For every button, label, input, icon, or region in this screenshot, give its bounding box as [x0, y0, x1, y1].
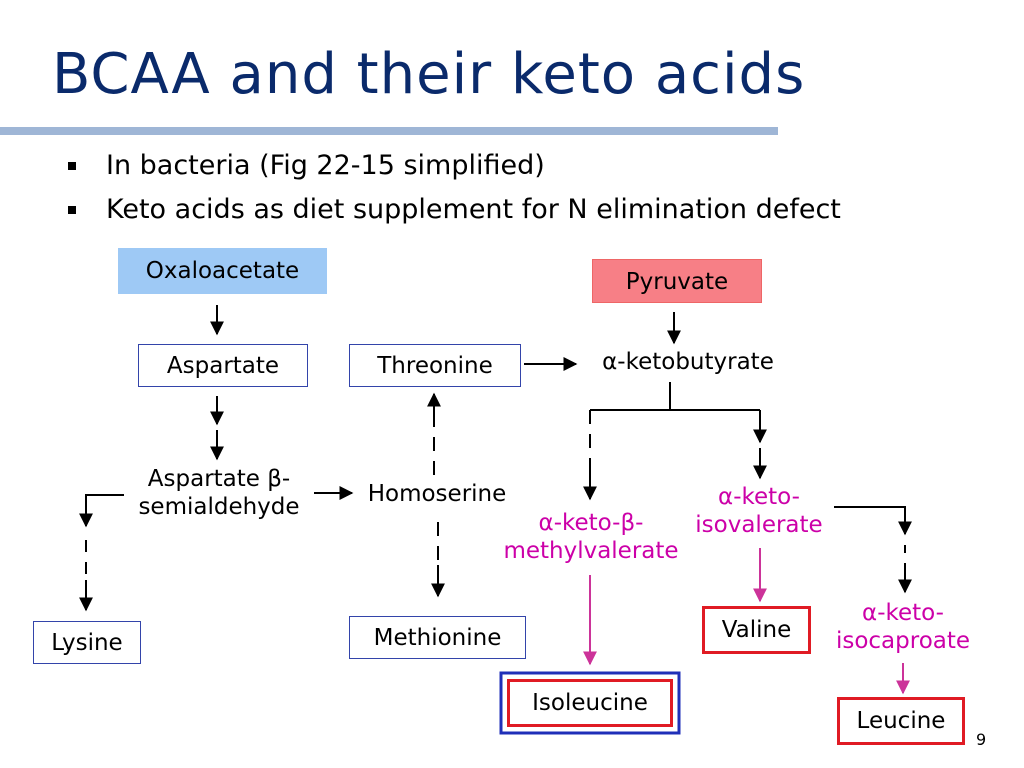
bullet-text: In bacteria (Fig 22-15 simplified) [106, 150, 545, 181]
bullet-item: In bacteria (Fig 22-15 simplified) [68, 144, 841, 188]
node-text-line: methylvalerate [503, 538, 679, 564]
page-number: 9 [976, 730, 987, 749]
node-ketobutyrate: α-ketobutyrate [602, 349, 774, 375]
title-underline [0, 127, 778, 135]
node-text-line: α-keto- [718, 484, 800, 510]
bullet-list: In bacteria (Fig 22-15 simplified) Keto … [68, 144, 841, 232]
node-keto-methylvalerate: α-keto-β- methylvalerate [490, 509, 692, 565]
node-methionine: Methionine [349, 616, 526, 659]
node-valine: Valine [702, 606, 811, 654]
node-leucine: Leucine [837, 697, 965, 745]
bullet-item: Keto acids as diet supplement for N elim… [68, 188, 841, 232]
node-lysine: Lysine [33, 621, 141, 664]
node-pyruvate: Pyruvate [592, 259, 762, 303]
node-text-line: Aspartate β- [147, 466, 291, 492]
bullet-text: Keto acids as diet supplement for N elim… [106, 194, 841, 225]
node-threonine: Threonine [349, 344, 521, 387]
node-homoserine: Homoserine [367, 481, 507, 507]
isoleucine-outer-frame [499, 671, 681, 735]
node-text-line: semialdehyde [138, 494, 300, 520]
node-aspartate-semialdehyde: Aspartate β- semialdehyde [124, 465, 314, 521]
node-text-line: α-keto-β- [538, 510, 644, 536]
bullet-square-icon [68, 162, 76, 170]
node-text-line: isovalerate [695, 512, 823, 538]
node-text-line: α-keto- [862, 600, 944, 626]
node-keto-isocaproate: α-keto- isocaproate [822, 599, 984, 655]
node-isoleucine: Isoleucine [507, 679, 673, 727]
slide-title: BCAA and their keto acids [52, 42, 806, 107]
node-keto-isovalerate: α-keto- isovalerate [682, 483, 836, 539]
bullet-square-icon [68, 206, 76, 214]
node-text-line: isocaproate [835, 628, 971, 654]
line-semialdehyde-to-lysine [79, 494, 124, 528]
node-oxaloacetate: Oxaloacetate [118, 248, 327, 294]
node-aspartate: Aspartate [138, 344, 308, 387]
line-isovalerate-to-isocaproate [834, 506, 912, 536]
